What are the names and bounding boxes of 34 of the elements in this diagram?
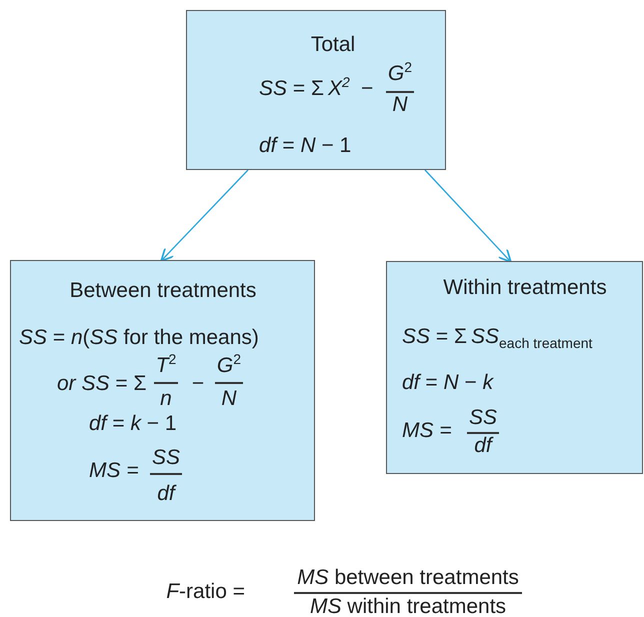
formula: F-ratio = [166,579,245,605]
formula: SS = Σ [402,324,467,350]
formula: df = N − 1 [259,133,352,159]
formula: df [157,481,175,507]
formula: G$^{2}$ [388,61,412,87]
formula: df [474,433,492,459]
category-box [386,261,643,474]
formula: MS = [402,418,452,444]
formula: T$^{2}$ [156,353,176,379]
arrow [424,170,512,263]
formula: − [361,76,374,102]
box-title: Total [310,32,356,58]
formula: SS = n(SS for the means) [19,325,259,351]
formula: SS [152,445,180,471]
box-title: Within treatments [443,275,607,301]
formula: MS between treatments [297,565,519,591]
formula: X$^{2}$ [328,76,350,102]
formula: SS = Σ [259,76,324,102]
formula: df = k − 1 [89,411,177,437]
formula: or SS = Σ [57,371,146,397]
formula: N [392,92,408,118]
formula: N [221,386,237,412]
formula: df = N − k [402,370,494,396]
formula: MS within treatments [310,594,506,617]
formula: MS = [89,458,139,484]
category-box [186,10,446,170]
formula: G$^{2}$ [216,353,242,379]
arrow [160,170,248,262]
box-title: Between treatments [70,278,256,304]
formula: − [192,371,204,397]
formula: SS [469,405,497,431]
formula: SS$_{each treatment}$ [471,324,592,350]
formula: n [160,386,172,412]
category-box [10,260,315,521]
